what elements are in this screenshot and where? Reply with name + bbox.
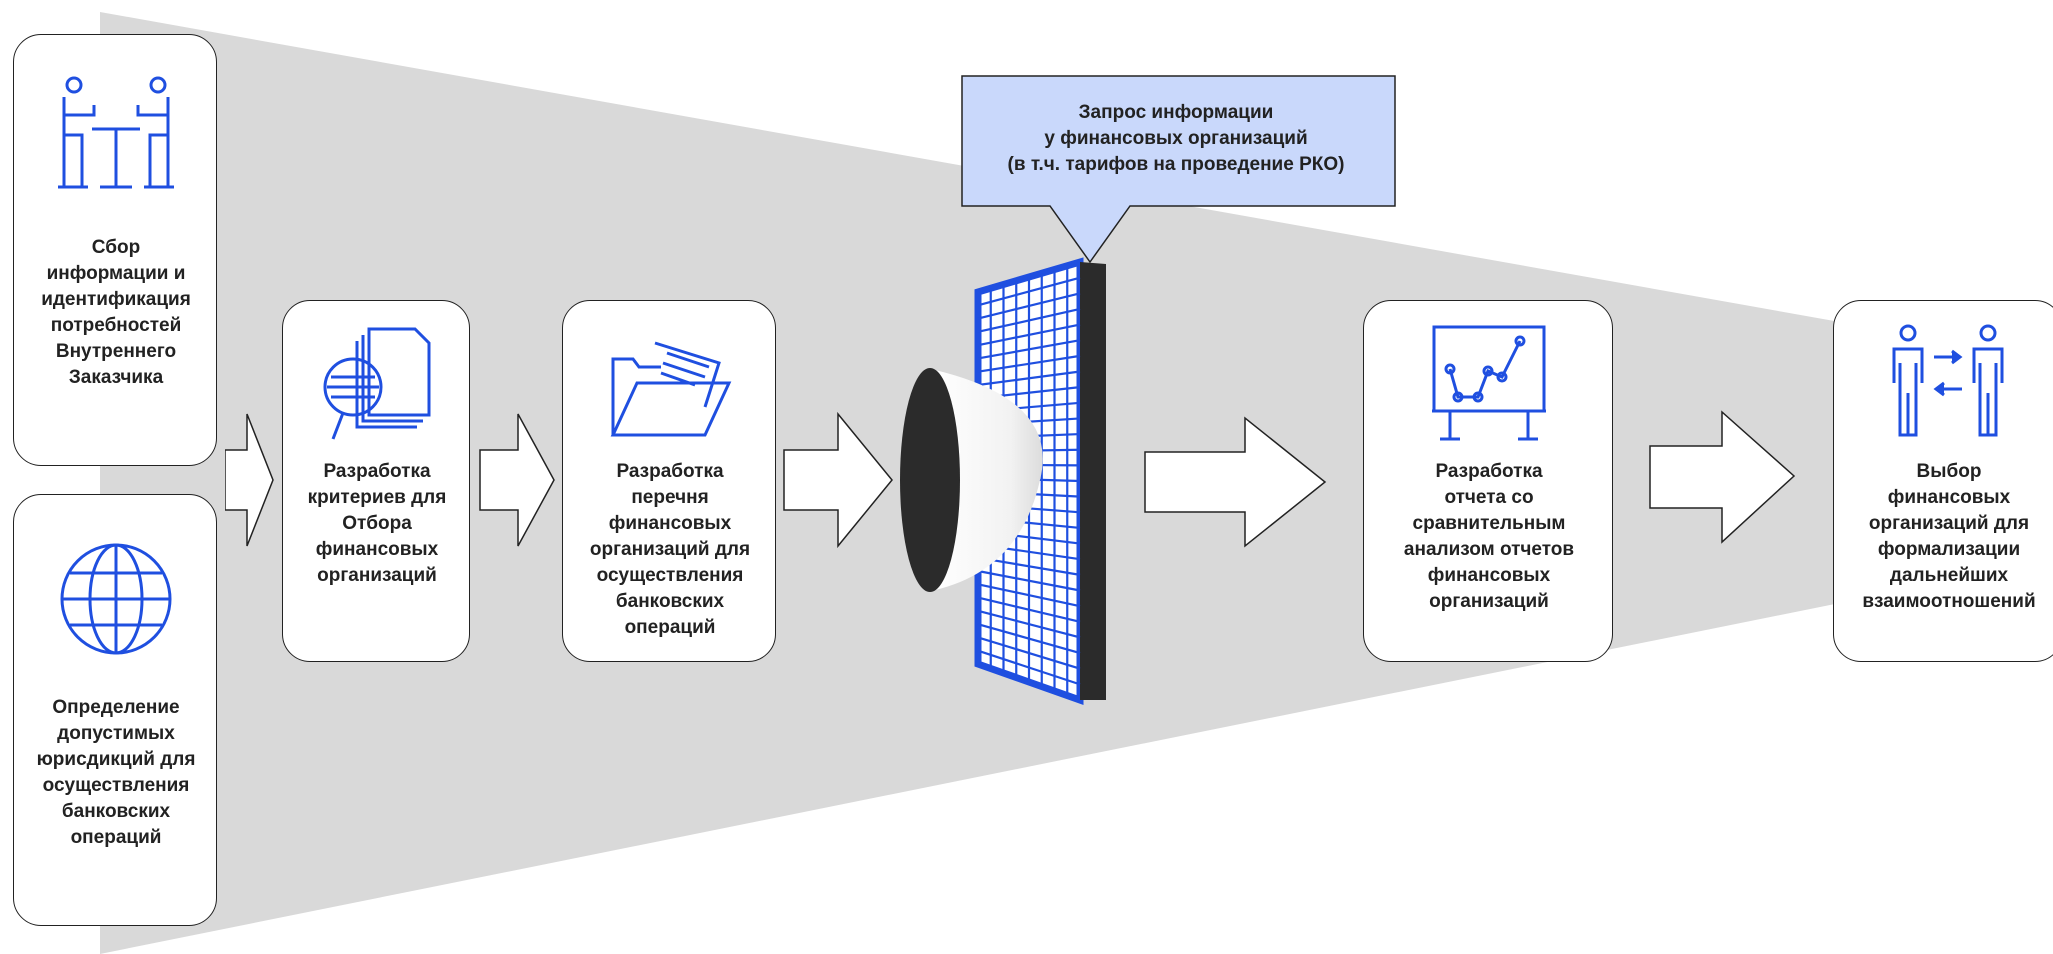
step-collect-box: Сбор информации и идентификация потребно… xyxy=(13,34,217,466)
step-report-label: Разработка отчета со сравнительным анали… xyxy=(1403,461,1575,612)
meeting-icon xyxy=(58,76,174,189)
chart-board-icon xyxy=(1432,325,1546,441)
step-criteria-label: Разработка критериев для Отбора финансов… xyxy=(307,461,447,586)
two-people-exchange-icon xyxy=(1892,324,2004,437)
step-jurisdictions-label: Определение допустимых юрисдикций для ос… xyxy=(36,697,196,848)
globe-icon xyxy=(60,543,172,655)
step-collect-label: Сбор информации и идентификация потребно… xyxy=(41,237,191,388)
step-list-label: Разработка перечня финансовых организаци… xyxy=(589,461,751,638)
step-selection-label: Выбор финансовых организаций для формали… xyxy=(1862,461,2036,612)
step-jurisdictions-box: Определение допустимых юрисдикций для ос… xyxy=(13,494,217,926)
folder-documents-icon xyxy=(610,341,732,437)
step-selection-box: Выбор финансовых организаций для формали… xyxy=(1833,300,2053,662)
step-criteria-box: Разработка критериев для Отбора финансов… xyxy=(282,300,470,662)
callout-text: Запрос информации у финансовых организац… xyxy=(1007,102,1345,175)
callout-box xyxy=(961,75,1396,264)
arrow-2 xyxy=(479,413,555,547)
arrow-5 xyxy=(1649,410,1796,544)
arrow-1 xyxy=(225,413,274,547)
lens-cone-icon xyxy=(900,368,1043,592)
arrow-4 xyxy=(1144,416,1327,548)
step-list-box: Разработка перечня финансовых организаци… xyxy=(562,300,776,662)
step-report-box: Разработка отчета со сравнительным анали… xyxy=(1363,300,1613,662)
arrow-3 xyxy=(783,411,893,549)
documents-magnifier-icon xyxy=(323,327,431,440)
